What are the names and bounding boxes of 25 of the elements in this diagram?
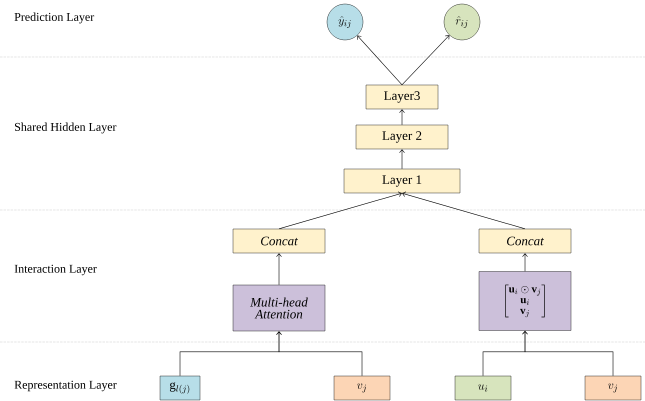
vector-box: $\begin{bmatrix}\mathbf{u}_i \odot \mathbf{v}_j \\ \mathbf{u}_i \\ \mathbf{v}_j\end{bmatrix}$ (478, 271, 572, 331)
arrow (399, 149, 405, 170)
layer-label: Representation Layer (14, 380, 117, 392)
layer-box: Layer 2 (356, 124, 448, 150)
layer-box: Layer 1 (344, 168, 460, 194)
layer-box: Layer3 (366, 84, 438, 110)
input-box: $v_j$ (584, 376, 642, 400)
arrow (276, 331, 362, 376)
layer-label: Prediction Layer (14, 12, 94, 24)
arrow (402, 35, 450, 86)
arrow (522, 330, 614, 376)
layer-label: Shared Hidden Layer (15, 122, 116, 134)
arrow (402, 191, 526, 230)
layer-label: Interaction Layer (14, 264, 97, 276)
input-box: $v_j$ (334, 376, 390, 400)
arrow (276, 253, 282, 286)
concat-box: Concat (478, 228, 572, 254)
arrow (399, 109, 405, 126)
attention-box: Multi-head Attention (232, 284, 326, 332)
arrow (278, 191, 402, 230)
input-box: $u_i$ (454, 376, 512, 400)
arrow (522, 253, 528, 272)
concat-box: Concat (232, 228, 326, 254)
arrow (357, 35, 402, 86)
input-box: $\mathrm{g}_{l(j)}$ (160, 376, 200, 400)
